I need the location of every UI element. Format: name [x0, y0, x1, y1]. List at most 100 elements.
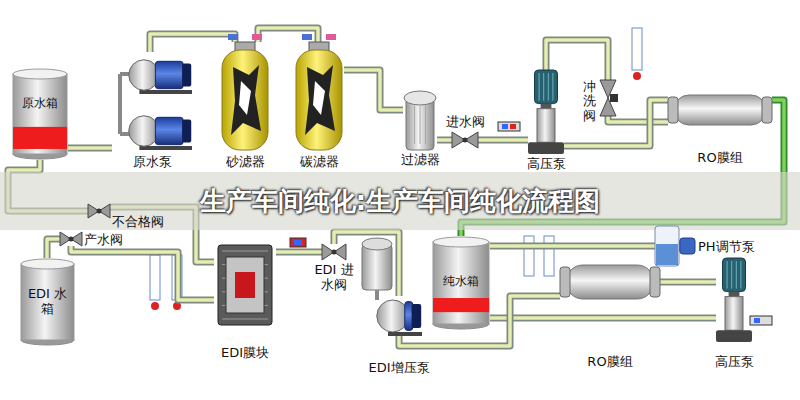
valve-hub: [332, 250, 337, 255]
pipe-core: [150, 34, 235, 52]
pipe-core: [490, 316, 716, 320]
motor-fin: [543, 73, 544, 101]
pipe-core: [276, 250, 322, 254]
equipment-label: EDI增压泵: [368, 360, 429, 375]
pipe: [660, 282, 716, 283]
valve-hub: [97, 209, 102, 214]
motor: [722, 258, 745, 292]
equipment-label: 原水泵: [133, 154, 172, 169]
pipe: [276, 252, 322, 253]
equipment-node: EDI 水箱: [20, 258, 75, 346]
end-cap: [650, 267, 660, 297]
equipment-outline: [60, 232, 82, 246]
equipment-label: 砂滤器: [226, 154, 265, 169]
valve-actuator: [610, 94, 618, 102]
equipment-outline: [716, 258, 752, 342]
equipment-node: EDI 进水阀: [322, 244, 346, 260]
equipment-label: RO膜组: [587, 354, 632, 369]
pipe-core: [478, 138, 528, 142]
dosing-pump: [680, 238, 695, 254]
indicator-light: [294, 240, 302, 245]
pipe: [564, 100, 668, 146]
pump-foot: [139, 146, 192, 150]
tank-body: [13, 74, 67, 154]
equipment-node: EDI膜块: [214, 245, 276, 325]
pipe-wall: [437, 137, 452, 144]
equipment-node: 高压泵: [528, 70, 564, 154]
cartridge-cap: [362, 238, 392, 250]
pump-head: [377, 300, 409, 332]
equipment-label: EDI 进水阀: [308, 262, 360, 292]
pipe-core: [608, 116, 668, 122]
membrane-vessel: [674, 95, 766, 125]
equipment-node: 原水箱: [12, 68, 68, 160]
coupling: [541, 104, 552, 109]
filter-media: [305, 65, 335, 135]
equipment-outline: [88, 204, 110, 218]
equipment-outline: [403, 90, 437, 150]
motor-fin: [731, 261, 732, 289]
motor-fin: [740, 261, 741, 289]
cartridge-rib: [431, 106, 432, 144]
flowmeter-tube: [524, 236, 534, 276]
equipment-node: 碳滤器: [294, 42, 344, 152]
pipe: [47, 239, 60, 258]
flowmeter-tube: [150, 255, 160, 300]
head-gauge: [228, 34, 238, 40]
equipment-label: EDI膜块: [221, 345, 269, 360]
indicator-light: [510, 124, 516, 129]
pump-stack: [537, 109, 555, 143]
pipe-wall: [490, 243, 655, 250]
equipment-label: 纯水箱: [432, 274, 490, 289]
flowmeter-knob: [151, 302, 159, 310]
equipment-node: RO膜组: [668, 92, 772, 128]
pipe-wall: [68, 145, 112, 152]
equipment-outline: [220, 42, 270, 152]
pump-head: [129, 60, 159, 90]
motor: [155, 61, 183, 88]
edi-center: [235, 272, 255, 298]
pipe: [150, 34, 235, 52]
flowmeter-knob: [633, 72, 641, 80]
indicator-box: [498, 122, 520, 131]
pipe: [490, 246, 655, 247]
pipe-core: [68, 146, 112, 150]
pipe-wall: [564, 100, 668, 146]
indicator-light: [754, 318, 760, 323]
pipe: [478, 140, 528, 141]
pipe-core: [660, 280, 716, 284]
pump-base: [716, 330, 752, 342]
pipe-core: [47, 239, 60, 258]
equipment-label: 高压泵: [715, 354, 754, 369]
equipment-node: 过滤器: [403, 90, 437, 150]
membrane-vessel: [566, 265, 654, 299]
equipment-outline: [12, 68, 68, 160]
stub-pipe: [375, 290, 379, 300]
pipe-wall: [47, 239, 60, 258]
pipe: [258, 28, 318, 42]
cartridge-cap: [404, 91, 436, 105]
pipe: [68, 148, 112, 149]
pipe-core: [344, 70, 403, 110]
filter-body: [296, 50, 342, 150]
motor-fin: [552, 73, 553, 101]
dosing-tank: [655, 226, 679, 266]
cartridge-body: [362, 244, 392, 290]
motor-fan: [412, 304, 422, 328]
cartridge-filter: [362, 238, 392, 300]
equipment-label: 冲洗阀: [583, 80, 596, 123]
pipe-wall: [608, 116, 668, 122]
cartridge-rib: [420, 106, 421, 144]
equipment-node: 不合格阀: [88, 204, 110, 218]
pipe-core: [564, 100, 668, 146]
pipe-wall: [660, 279, 716, 286]
end-cap: [560, 267, 570, 297]
equipment-node: 砂滤器: [220, 42, 270, 152]
water-level: [13, 127, 67, 149]
equipment-outline: [112, 52, 192, 152]
pipe-core: [258, 28, 318, 42]
equipment-node: RO膜组: [560, 262, 660, 302]
cartridge-rib: [425, 106, 426, 144]
motor-fan: [182, 120, 191, 143]
head-gauge: [252, 34, 262, 40]
